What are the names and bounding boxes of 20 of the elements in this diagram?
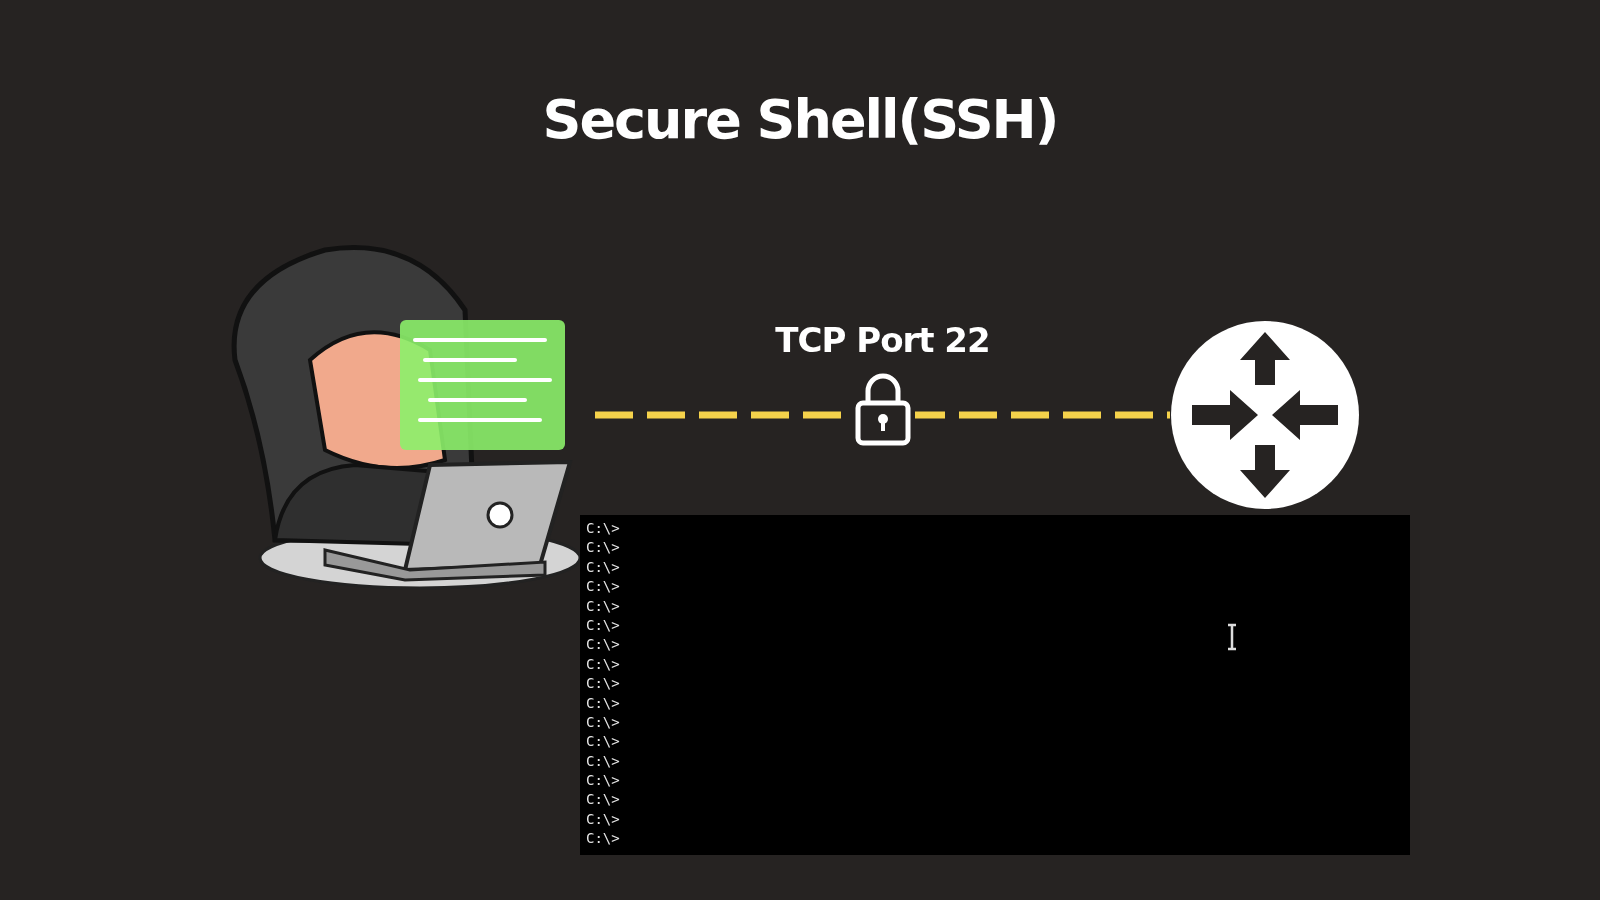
- command-prompt: C:\>: [586, 712, 620, 732]
- command-prompt: C:\>: [586, 557, 620, 577]
- terminal-window: [580, 515, 1410, 855]
- command-prompt: C:\>: [586, 635, 620, 655]
- command-prompt: C:\>: [586, 829, 620, 849]
- router-icon: [1170, 320, 1360, 510]
- command-prompt: C:\>: [586, 790, 620, 810]
- command-prompt: C:\>: [586, 654, 620, 674]
- command-prompt: C:\>: [586, 809, 620, 829]
- command-prompt: C:\>: [586, 771, 620, 791]
- command-prompt: C:\>: [586, 674, 620, 694]
- diagram-title: Secure Shell(SSH): [542, 88, 1058, 151]
- command-prompt: C:\>: [586, 732, 620, 752]
- command-prompt: C:\>: [586, 596, 620, 616]
- command-prompt: C:\>: [586, 615, 620, 635]
- command-prompt: C:\>: [586, 538, 620, 558]
- command-prompt: C:\>: [586, 519, 620, 538]
- command-prompt: C:\>: [586, 693, 620, 713]
- command-prompt: C:\>: [586, 751, 620, 771]
- command-prompt: C:\>: [586, 577, 620, 597]
